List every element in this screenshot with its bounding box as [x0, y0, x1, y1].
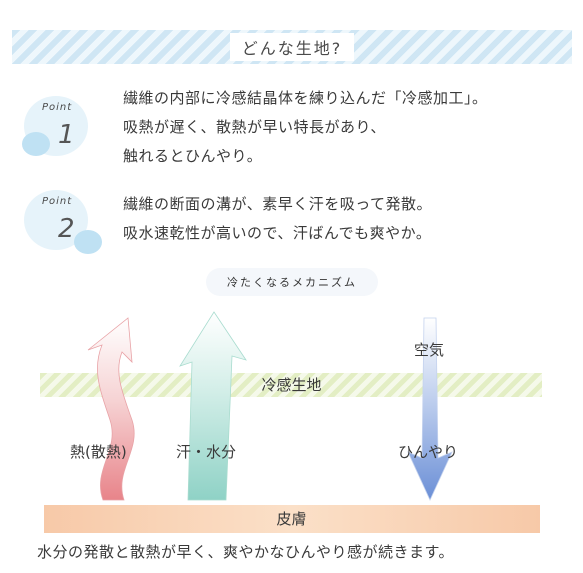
- skin-layer: [44, 505, 540, 533]
- point-1-line-1: 繊維の内部に冷感結晶体を練り込んだ「冷感加工」。: [123, 89, 488, 107]
- point-2-badge: Point 2: [18, 186, 108, 266]
- point-2-number: 2: [58, 214, 75, 244]
- heat-label: 熱(散熱): [70, 443, 127, 461]
- skin-label: 皮膚: [276, 510, 307, 528]
- point-1-line-3: 触れるとひんやり。: [123, 147, 263, 165]
- sweat-arrow: [179, 311, 247, 501]
- point-2-label: Point: [42, 196, 73, 207]
- title-banner: どんな生地?: [12, 30, 572, 64]
- point-2-line-1: 繊維の断面の溝が、素早く汗を吸って発散。: [123, 195, 432, 213]
- point-1-text: 繊維の内部に冷感結晶体を練り込んだ「冷感加工」。 吸熱が遅く、散熱が早い特長があ…: [123, 84, 488, 171]
- heat-arrow: [87, 317, 135, 501]
- point-1-number: 1: [58, 120, 75, 150]
- fabric-layer: [40, 373, 542, 397]
- point-2-line-2: 吸水速乾性が高いので、汗ばんでも爽やか。: [123, 224, 432, 242]
- point-2-text: 繊維の断面の溝が、素早く汗を吸って発散。 吸水速乾性が高いので、汗ばんでも爽やか…: [123, 190, 432, 248]
- point-1-label: Point: [42, 102, 73, 113]
- air-arrow: [407, 317, 453, 501]
- sweat-label: 汗・水分: [176, 443, 237, 461]
- point-1-line-2: 吸熱が遅く、散熱が早い特長があり、: [123, 118, 386, 136]
- air-label: 空気: [414, 341, 445, 359]
- footer-text: 水分の発散と散熱が早く、爽やかなひんやり感が続きます。: [37, 543, 455, 561]
- fabric-label: 冷感生地: [261, 376, 322, 394]
- point-1-badge: Point 1: [18, 92, 108, 172]
- mechanism-title: 冷たくなるメカニズム: [206, 268, 378, 296]
- page-title: どんな生地?: [229, 33, 355, 61]
- cool-label: ひんやり: [398, 443, 459, 461]
